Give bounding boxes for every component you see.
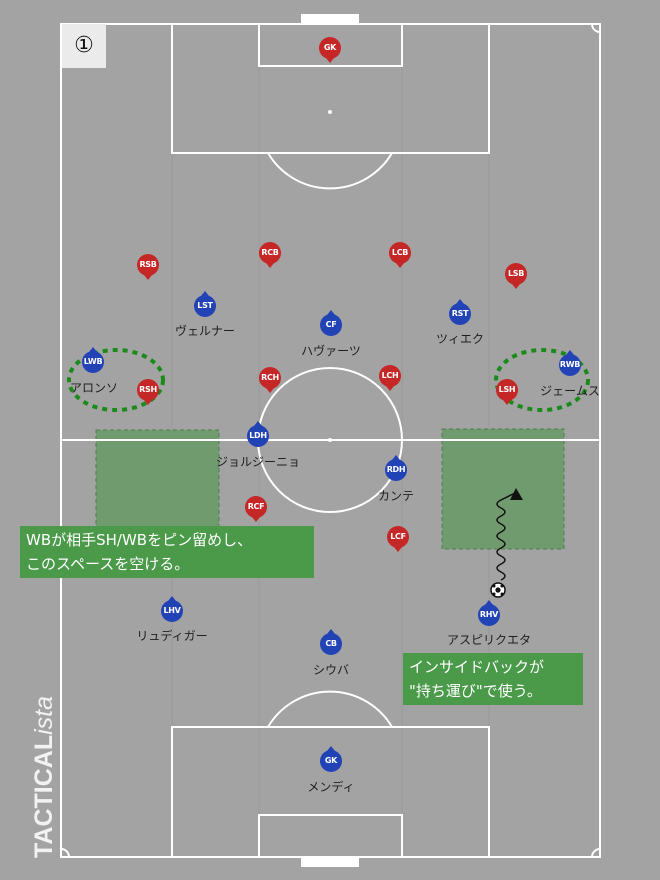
player-name-rst: ツィエク xyxy=(435,332,485,346)
player-marker-red-rsb: RSB xyxy=(137,254,159,280)
center-spot xyxy=(328,438,332,442)
player-marker-red-rsh: RSH xyxy=(137,379,159,405)
player-marker-red-lch: LCH xyxy=(379,365,401,391)
annotation-note-pin: WBが相手SH/WBをピン留めし、 このスペースを空ける。 xyxy=(20,526,314,578)
player-name-rhv: アスピリクエタ xyxy=(446,633,532,647)
player-name-rdh: カンテ xyxy=(377,489,415,503)
player-marker-red-rcf: RCF xyxy=(245,496,267,522)
player-marker-red-rcb: RCB xyxy=(259,242,281,268)
player-marker-blue-rwb: RWB xyxy=(559,350,581,376)
player-marker-red-rch: RCH xyxy=(259,367,281,393)
diagram-number: ① xyxy=(62,24,106,68)
dribble-arrowhead xyxy=(510,488,523,500)
brand-logo: TACTICALista xyxy=(30,695,58,858)
player-name-lhv: リュディガー xyxy=(136,629,208,643)
ball-icon xyxy=(490,582,506,598)
player-marker-blue-lst: LST xyxy=(194,291,216,317)
player-marker-blue-cf: CF xyxy=(320,310,342,336)
annotation-note-carry: インサイドバックが "持ち運び"で使う。 xyxy=(403,653,583,705)
player-marker-red-gk: GK xyxy=(319,37,341,63)
player-marker-red-lcf: LCF xyxy=(387,526,409,552)
player-name-gk: メンディ xyxy=(307,780,355,794)
note-line: WBが相手SH/WBをピン留めし、 xyxy=(26,531,253,549)
player-marker-blue-cb: CB xyxy=(320,629,342,655)
player-marker-blue-lwb: LWB xyxy=(82,347,104,373)
player-marker-blue-ldh: LDH xyxy=(247,421,269,447)
player-name-cf: ハヴァーツ xyxy=(301,344,361,358)
player-name-ldh: ジョルジーニョ xyxy=(215,455,301,469)
dribble-path xyxy=(496,491,518,581)
penalty-spot-top xyxy=(328,110,332,114)
player-marker-blue-rdh: RDH xyxy=(385,455,407,481)
player-marker-red-lsh: LSH xyxy=(496,379,518,405)
note-line: インサイドバックが xyxy=(409,658,545,676)
player-name-lwb: アロンソ xyxy=(69,381,119,395)
player-name-cb: シウバ xyxy=(312,663,350,677)
pin-ellipse-left xyxy=(67,348,165,412)
space-zone-right xyxy=(441,428,565,550)
goal-bottom xyxy=(301,857,359,867)
player-name-lst: ヴェルナー xyxy=(174,324,236,338)
player-marker-blue-rhv: RHV xyxy=(478,600,500,626)
player-marker-blue-gk: GK xyxy=(320,746,342,772)
player-marker-blue-lhv: LHV xyxy=(161,596,183,622)
pin-ellipse-right xyxy=(494,348,590,412)
goal-top xyxy=(301,14,359,24)
player-marker-red-lsb: LSB xyxy=(505,263,527,289)
note-line: このスペースを空ける。 xyxy=(26,555,190,573)
player-marker-red-lcb: LCB xyxy=(389,242,411,268)
player-marker-blue-rst: RST xyxy=(449,299,471,325)
player-name-rwb: ジェームス xyxy=(540,384,600,398)
note-line: "持ち運び"で使う。 xyxy=(409,682,542,700)
